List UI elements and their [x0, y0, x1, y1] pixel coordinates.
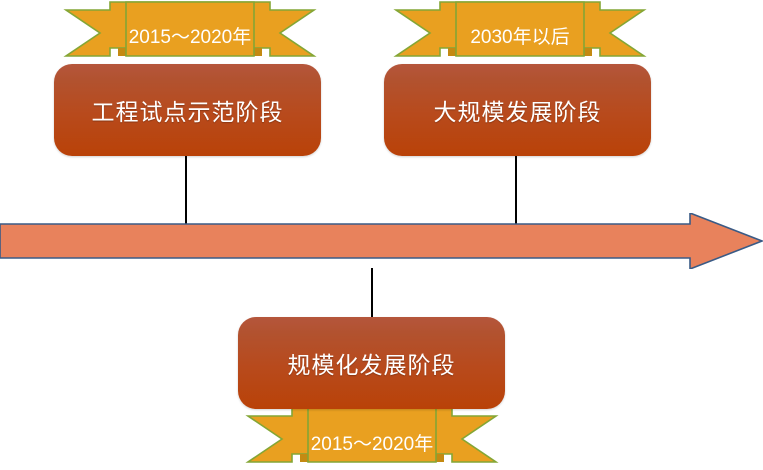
ribbon-center-panel	[455, 1, 585, 57]
arrow-shape	[0, 213, 763, 269]
connector-line-pilot	[185, 156, 187, 224]
phase-label-scaled: 规模化发展阶段	[287, 352, 456, 378]
ribbon-banner-scaled: 2015～2020年	[245, 395, 499, 470]
phase-label-pilot: 工程试点示范阶段	[91, 99, 284, 125]
phase-box-pilot[interactable]: 工程试点示范阶段	[54, 64, 321, 156]
connector-line-scaled	[371, 268, 373, 328]
phase-box-scaled[interactable]: 规模化发展阶段	[238, 317, 505, 409]
connector-line-large-scale	[515, 156, 517, 224]
phase-label-large-scale: 大规模发展阶段	[433, 99, 602, 125]
phase-box-large-scale[interactable]: 大规模发展阶段	[384, 64, 651, 156]
ribbon-banner-large-scale: 2030年以后	[393, 1, 647, 64]
ribbon-banner-pilot: 2015～2020年	[63, 1, 317, 64]
ribbon-center-panel	[125, 1, 255, 57]
timeline-arrow	[0, 213, 763, 269]
